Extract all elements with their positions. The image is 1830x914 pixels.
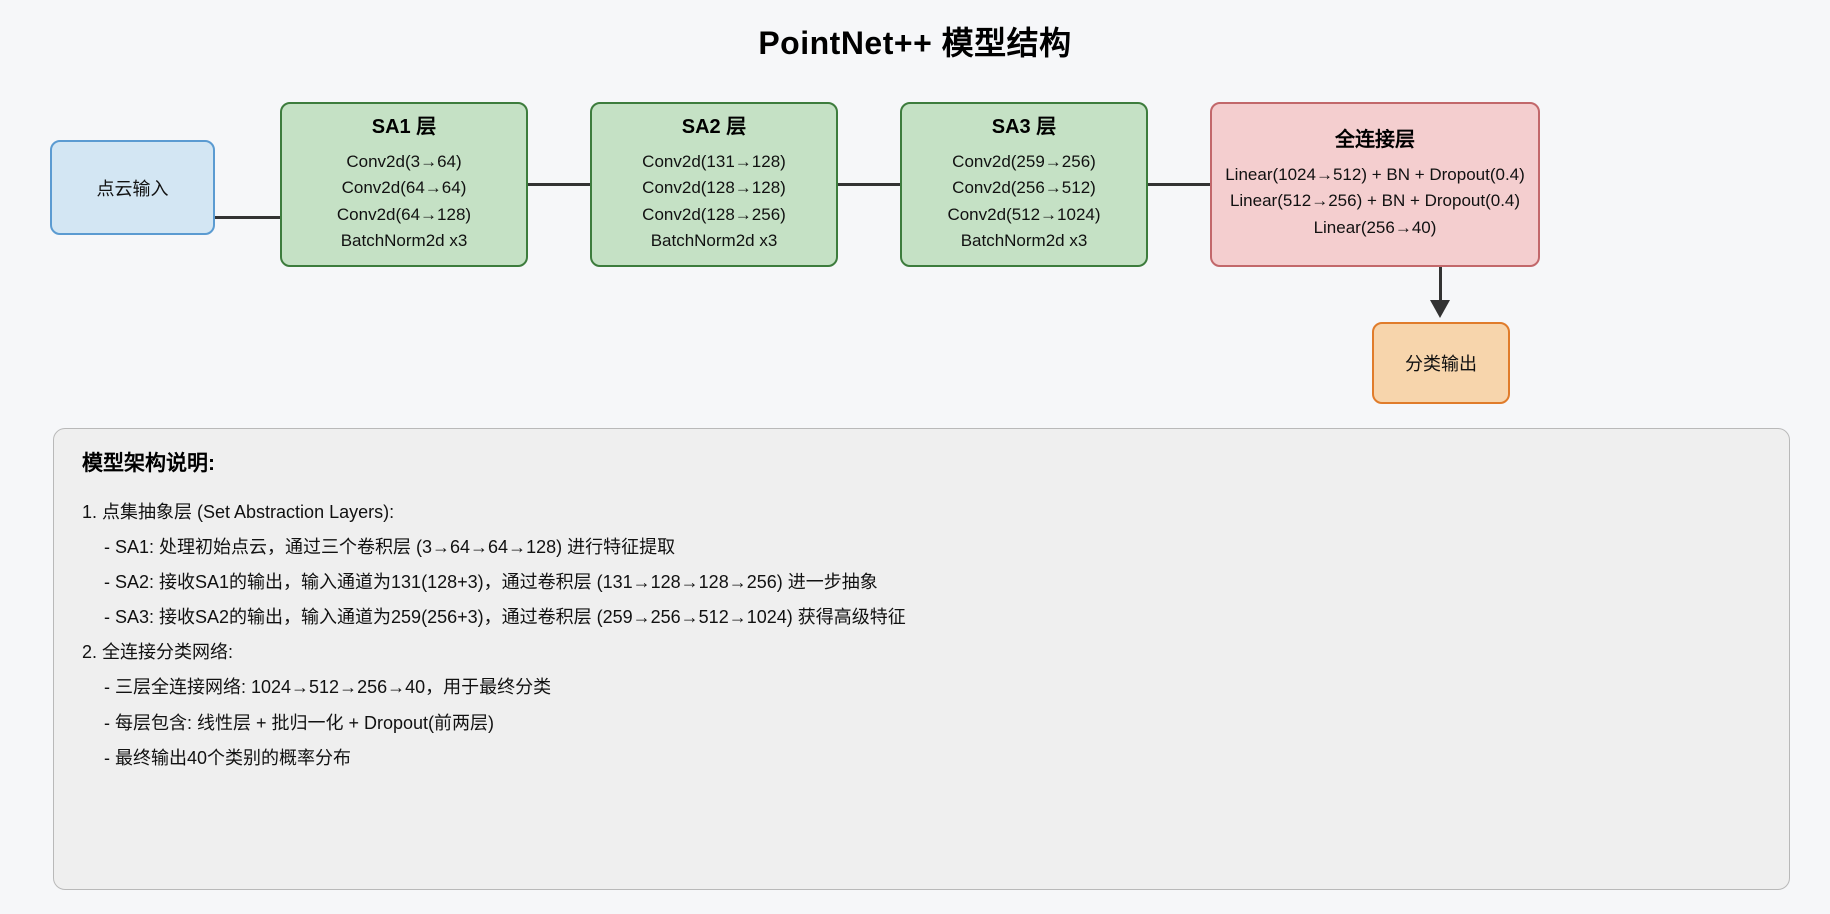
node-sa1-line-1: Conv2d(3→64) <box>346 151 462 171</box>
page-title: PointNet++ 模型结构 <box>758 25 1072 61</box>
arrowhead-down-icon <box>1430 300 1450 318</box>
description-section-2: 2. 全连接分类网络: <box>82 642 234 663</box>
node-sa1-line-2: Conv2d(64→64) <box>341 178 467 198</box>
node-sa3-title: SA3 层 <box>991 115 1057 138</box>
node-sa3-line-1: Conv2d(259→256) <box>952 151 1096 171</box>
node-sa2-layer[interactable]: SA2 层 Conv2d(131→128) Conv2d(128→128) Co… <box>590 102 838 267</box>
node-sa2-line-4: BatchNorm2d x3 <box>650 230 778 250</box>
description-bullet-sa1: - SA1: 处理初始点云，通过三个卷积层 (3→64→64→128) 进行特征… <box>104 537 676 558</box>
node-sa3-line-2: Conv2d(256→512) <box>952 178 1096 198</box>
node-sa1-line-3: Conv2d(64→128) <box>336 204 472 224</box>
node-sa2-line-2: Conv2d(128→128) <box>642 178 786 198</box>
node-point-cloud-input[interactable]: 点云输入 <box>50 140 215 235</box>
description-bullet-sa3: - SA3: 接收SA2的输出，输入通道为259(256+3)，通过卷积层 (2… <box>104 607 906 628</box>
description-bullet-fc-composition: - 每层包含: 线性层 + 批归一化 + Dropout(前两层) <box>104 712 495 733</box>
connector-sa1-to-sa2 <box>527 183 591 186</box>
node-sa1-line-4: BatchNorm2d x3 <box>340 230 468 250</box>
connector-sa2-to-sa3 <box>837 183 901 186</box>
connector-fc-to-output <box>1439 267 1442 307</box>
model-description-panel: 模型架构说明: 1. 点集抽象层 (Set Abstraction Layers… <box>53 428 1790 890</box>
node-sa2-title: SA2 层 <box>681 115 747 138</box>
connector-sa3-to-fc <box>1147 183 1211 186</box>
description-bullet-fc-output: - 最终输出40个类别的概率分布 <box>104 747 352 768</box>
node-output-label: 分类输出 <box>1405 354 1477 374</box>
node-fc-line-1: Linear(1024→512) + BN + Dropout(0.4) <box>1225 164 1525 184</box>
node-fc-line-3: Linear(256→40) <box>1313 217 1437 237</box>
connector-input-to-sa1 <box>215 216 281 219</box>
node-classification-output[interactable]: 分类输出 <box>1372 322 1510 404</box>
node-sa3-line-4: BatchNorm2d x3 <box>960 230 1088 250</box>
node-sa1-title: SA1 层 <box>371 115 437 138</box>
node-sa1-layer[interactable]: SA1 层 Conv2d(3→64) Conv2d(64→64) Conv2d(… <box>280 102 528 267</box>
node-sa2-line-3: Conv2d(128→256) <box>642 204 786 224</box>
node-sa3-line-3: Conv2d(512→1024) <box>947 204 1101 224</box>
description-section-1: 1. 点集抽象层 (Set Abstraction Layers): <box>82 502 395 522</box>
node-fc-line-2: Linear(512→256) + BN + Dropout(0.4) <box>1229 191 1521 211</box>
description-heading: 模型架构说明: <box>82 452 215 475</box>
node-input-label: 点云输入 <box>96 178 169 199</box>
node-fc-title: 全连接层 <box>1335 128 1415 151</box>
node-sa2-line-1: Conv2d(131→128) <box>642 151 786 171</box>
description-bullet-sa2: - SA2: 接收SA1的输出，输入通道为131(128+3)，通过卷积层 (1… <box>104 572 878 593</box>
node-sa3-layer[interactable]: SA3 层 Conv2d(259→256) Conv2d(256→512) Co… <box>900 102 1148 267</box>
node-fully-connected-layer[interactable]: 全连接层 Linear(1024→512) + BN + Dropout(0.4… <box>1210 102 1540 267</box>
description-bullet-fc-network: - 三层全连接网络: 1024→512→256→40，用于最终分类 <box>104 677 552 698</box>
